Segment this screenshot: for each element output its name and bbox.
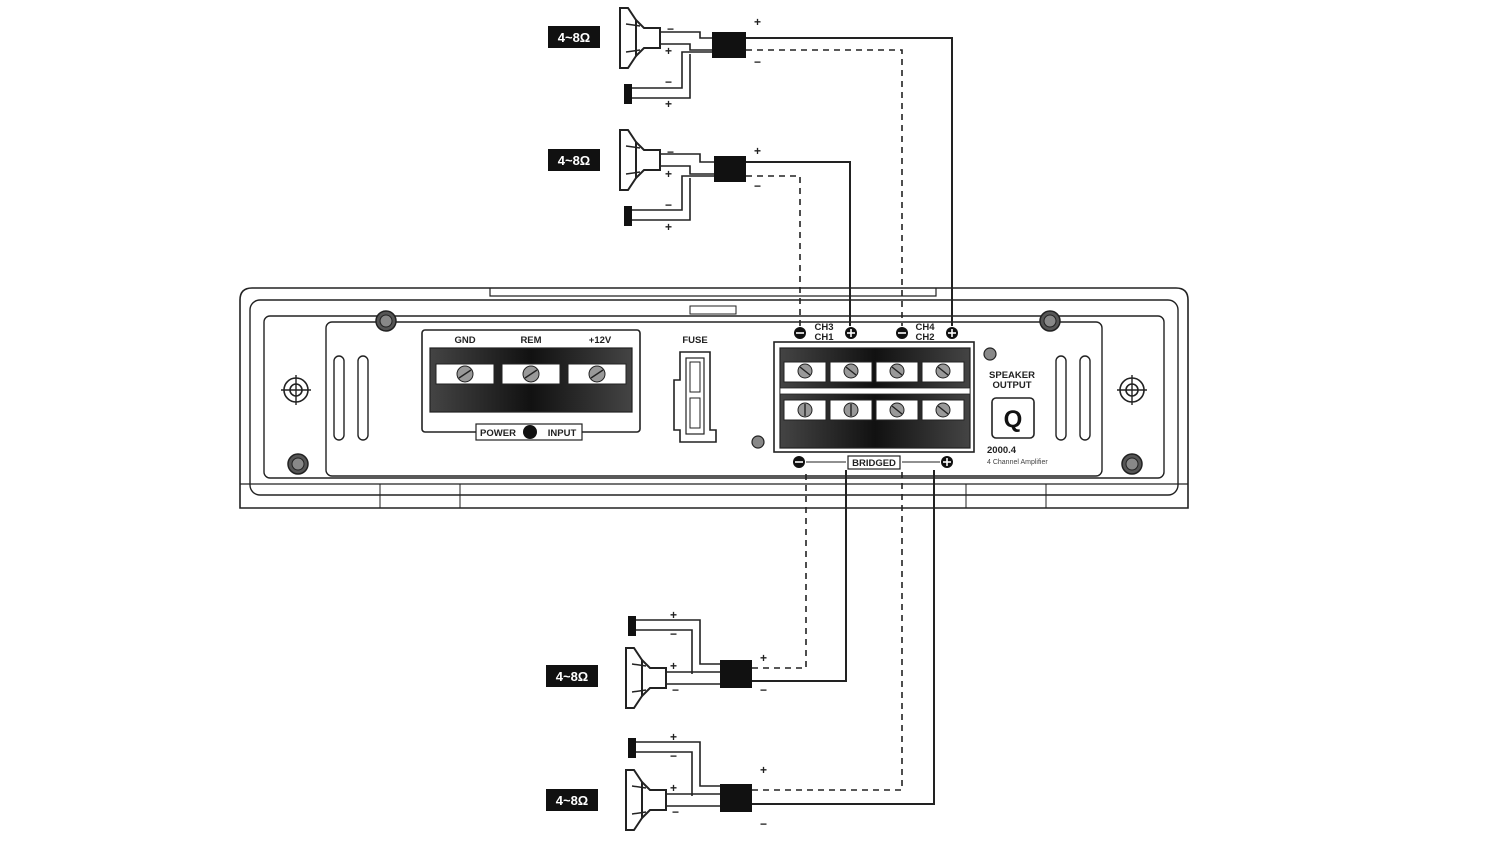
output-minus-label: − (754, 179, 761, 193)
screw-icon (1039, 310, 1061, 332)
wire-speaker-2-positive (746, 161, 851, 326)
output-plus-label: + (754, 15, 761, 29)
woofer-minus-label: − (672, 683, 679, 697)
ch4-label: CH4 (915, 322, 935, 333)
wire-speaker-1-negative (746, 49, 903, 326)
impedance-badge (548, 26, 600, 48)
tweeter-minus-label: − (670, 627, 677, 641)
speaker-output-label-2: OUTPUT (992, 380, 1031, 391)
speaker-group-4: 4~8Ω + − + − + − (546, 730, 767, 831)
description-label: 4 Channel Amplifier (987, 459, 1048, 466)
plus12v-terminal-screw[interactable] (588, 365, 606, 383)
woofer-plus-label: + (665, 44, 672, 58)
model-label: 2000.4 (987, 445, 1017, 456)
bridged-label: BRIDGED (852, 458, 896, 469)
tweeter-plus-label: + (665, 220, 672, 234)
wires (746, 37, 953, 805)
speaker-group-1: 4~8Ω − + − + + − (548, 7, 761, 111)
tweeter-icon (628, 616, 636, 636)
speaker-group-2: 4~8Ω − + − + + − (548, 129, 761, 234)
amplifier: GND REM +12V POWER INPUT (239, 287, 1189, 509)
screw-icon (1121, 453, 1143, 475)
vent-slot (1055, 355, 1067, 441)
wire-speaker-4-positive (752, 470, 935, 805)
power-input-right-label: INPUT (548, 428, 577, 439)
woofer-plus-label: + (670, 781, 677, 795)
crossover-box (720, 660, 752, 688)
woofer-icon (625, 647, 667, 709)
tweeter-plus-label: + (670, 608, 677, 622)
woofer-icon (619, 7, 661, 69)
gnd-label: GND (454, 335, 475, 346)
impedance-label: 4~8Ω (556, 793, 588, 808)
tweeter-plus-label: + (670, 730, 677, 744)
output-plus-label: + (760, 763, 767, 777)
fuse-holder: FUSE (673, 335, 717, 443)
wire-speaker-2-negative (746, 175, 801, 326)
screw-icon (287, 453, 309, 475)
woofer-minus-label: − (672, 805, 679, 819)
crossover-box (720, 784, 752, 812)
speaker-terminal-block: CH3 CH1 CH4 CH2 BRIDGED (773, 322, 975, 470)
tweeter-minus-label: − (665, 75, 672, 89)
ch3-label: CH3 (814, 322, 833, 333)
tweeter-icon (628, 738, 636, 758)
output-minus-label: − (760, 683, 767, 697)
woofer-icon (625, 769, 667, 831)
fuse-label: FUSE (682, 335, 707, 346)
woofer-minus-label: − (667, 145, 674, 159)
output-minus-label: − (760, 817, 767, 831)
vent-slot (333, 355, 345, 441)
ch2-label: CH2 (915, 332, 934, 343)
wire-speaker-1-positive (746, 37, 953, 326)
tweeter-minus-label: − (665, 198, 672, 212)
brand-logo: Q (991, 397, 1035, 439)
speaker-group-3: 4~8Ω + − + − + − (546, 608, 767, 709)
wire-speaker-3-positive (752, 470, 847, 682)
output-minus-label: − (754, 55, 761, 69)
impedance-badge (548, 149, 600, 171)
impedance-badge (546, 665, 598, 687)
woofer-icon (619, 129, 661, 191)
woofer-plus-label: + (670, 659, 677, 673)
impedance-label: 4~8Ω (558, 30, 590, 45)
tweeter-plus-label: + (665, 97, 672, 111)
impedance-label: 4~8Ω (556, 669, 588, 684)
output-plus-label: + (760, 651, 767, 665)
screw-icon (375, 310, 397, 332)
ch1-label: CH1 (814, 332, 834, 343)
logo-icon: Q (1004, 406, 1023, 433)
plus12v-label: +12V (589, 335, 612, 346)
tweeter-minus-label: − (670, 749, 677, 763)
impedance-badge (546, 789, 598, 811)
vent-slot (1079, 355, 1091, 441)
output-plus-label: + (754, 144, 761, 158)
tweeter-icon (624, 206, 632, 226)
woofer-minus-label: − (667, 22, 674, 36)
gnd-terminal-screw[interactable] (456, 365, 474, 383)
crossover-box (714, 156, 746, 182)
speaker-output-label-1: SPEAKER (989, 370, 1035, 381)
power-led-icon (523, 425, 537, 439)
tweeter-icon (624, 84, 632, 104)
power-input-left-label: POWER (480, 428, 516, 439)
rem-label: REM (520, 335, 541, 346)
impedance-label: 4~8Ω (558, 153, 590, 168)
crossover-box (712, 32, 746, 58)
woofer-plus-label: + (665, 167, 672, 181)
rem-terminal-screw[interactable] (522, 365, 540, 383)
wire-speaker-4-negative (752, 470, 903, 791)
power-terminal-block: GND REM +12V POWER INPUT (421, 329, 641, 441)
vent-slot (357, 355, 369, 441)
